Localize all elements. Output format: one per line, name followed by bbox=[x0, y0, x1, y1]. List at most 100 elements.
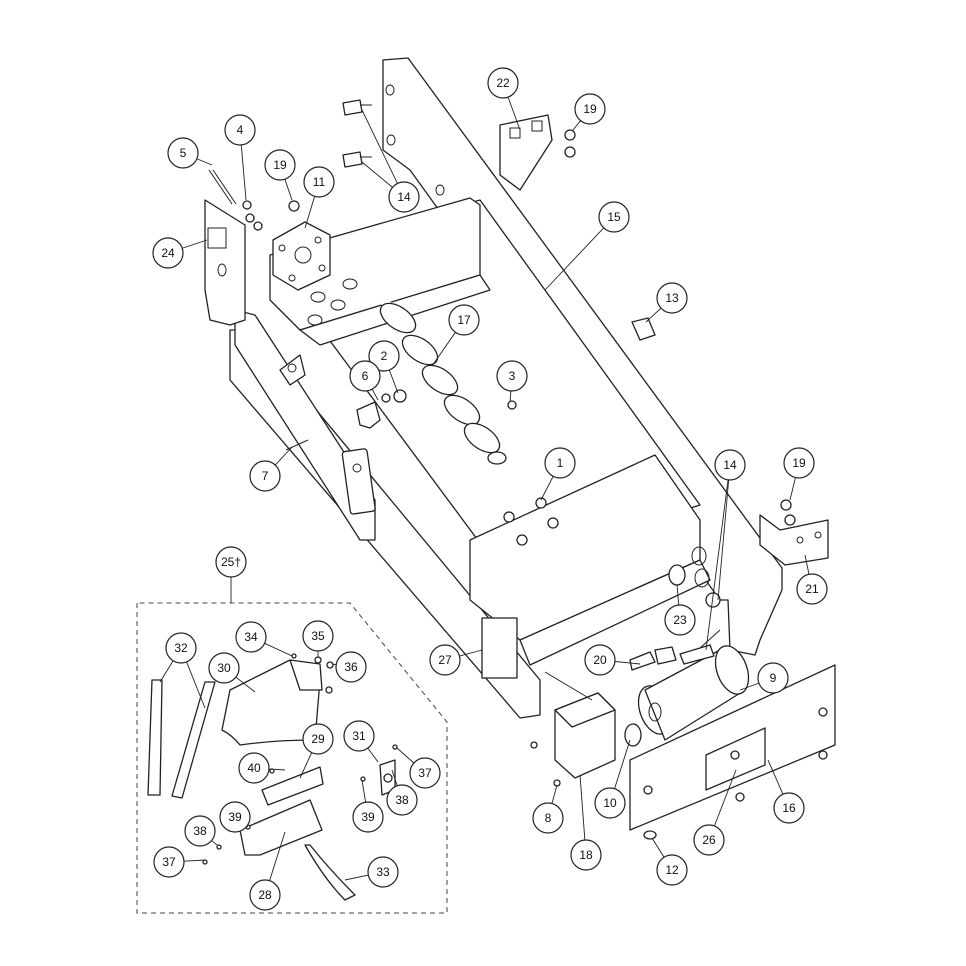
callout-number: 2 bbox=[381, 349, 388, 363]
leader-line bbox=[431, 332, 456, 367]
callout-number: 40 bbox=[247, 761, 261, 775]
callout-circle bbox=[224, 114, 256, 146]
leader-line bbox=[676, 584, 680, 606]
callout-14: 14 bbox=[388, 181, 420, 213]
callout-circle bbox=[349, 360, 381, 392]
leader-line bbox=[739, 682, 760, 691]
callout-2: 2 bbox=[368, 340, 400, 372]
callout-19: 19 bbox=[264, 149, 296, 181]
leader-line bbox=[331, 663, 337, 666]
leader-line bbox=[614, 739, 631, 789]
callout-39: 39 bbox=[219, 801, 251, 833]
callout-number: 3 bbox=[509, 369, 516, 383]
callout-number: 34 bbox=[244, 630, 258, 644]
callout-7: 7 bbox=[249, 460, 281, 492]
leader-line bbox=[269, 831, 286, 881]
callout-number: 32 bbox=[174, 641, 188, 655]
callout-circle bbox=[215, 546, 247, 578]
callout-circle bbox=[264, 149, 296, 181]
leader-line bbox=[540, 476, 554, 501]
leader-line bbox=[299, 752, 313, 779]
callout-circle bbox=[335, 651, 367, 683]
callout-circle bbox=[656, 854, 688, 886]
callout-15: 15 bbox=[598, 201, 630, 233]
bearing-plate bbox=[272, 221, 331, 291]
callout-35: 35 bbox=[302, 620, 334, 652]
callout-circle bbox=[352, 801, 384, 833]
callout-circle bbox=[757, 662, 789, 694]
callout-19: 19 bbox=[783, 447, 815, 479]
callout-number: 20 bbox=[593, 653, 607, 667]
leader-line bbox=[159, 660, 174, 683]
callout-circle bbox=[429, 644, 461, 676]
leader-line bbox=[235, 676, 256, 693]
callout-circle bbox=[796, 573, 828, 605]
callout-circle bbox=[238, 752, 270, 784]
callout-6: 6 bbox=[349, 360, 381, 392]
leader-line bbox=[284, 179, 293, 201]
callout-number: 1 bbox=[557, 456, 564, 470]
left-bracket bbox=[204, 199, 246, 326]
leader-line bbox=[804, 554, 810, 575]
leader-line bbox=[789, 477, 796, 501]
leader-line bbox=[196, 158, 213, 166]
callout-circle bbox=[249, 460, 281, 492]
callout-33: 33 bbox=[367, 856, 399, 888]
leader-line bbox=[767, 759, 784, 795]
callout-circle bbox=[386, 784, 418, 816]
callout-circle bbox=[487, 67, 519, 99]
callout-number: 36 bbox=[344, 660, 358, 674]
callout-circle bbox=[783, 447, 815, 479]
callout-number: 38 bbox=[395, 793, 409, 807]
callout-number: 39 bbox=[228, 810, 242, 824]
callout-circle bbox=[598, 201, 630, 233]
callout-21: 21 bbox=[796, 573, 828, 605]
callout-12: 12 bbox=[656, 854, 688, 886]
callout-circle bbox=[368, 340, 400, 372]
callout-number: 8 bbox=[545, 811, 552, 825]
callout-1: 1 bbox=[544, 447, 576, 479]
leader-line bbox=[344, 874, 369, 881]
callout-36: 36 bbox=[335, 651, 367, 683]
callout-number: 16 bbox=[782, 801, 796, 815]
callout-number: 6 bbox=[362, 369, 369, 383]
callout-number: 13 bbox=[665, 291, 679, 305]
callout-number: 21 bbox=[805, 582, 819, 596]
callout-circle bbox=[167, 137, 199, 169]
callout-circle bbox=[303, 166, 335, 198]
callout-circle bbox=[532, 802, 564, 834]
leader-line bbox=[361, 779, 367, 803]
callout-22: 22 bbox=[487, 67, 519, 99]
lower-right-bracket bbox=[759, 514, 829, 566]
callout-number: 38 bbox=[193, 824, 207, 838]
callout-number: 19 bbox=[792, 456, 806, 470]
leader-line bbox=[713, 769, 737, 827]
callout-circle bbox=[302, 620, 334, 652]
callout-circle bbox=[302, 723, 334, 755]
callout-16: 16 bbox=[773, 792, 805, 824]
drive-motor bbox=[637, 629, 750, 741]
leader-line bbox=[572, 120, 581, 131]
leader-line bbox=[551, 784, 558, 804]
callout-number: 31 bbox=[352, 729, 366, 743]
upper-right-bracket bbox=[499, 114, 553, 191]
callout-40: 40 bbox=[238, 752, 270, 784]
callout-11: 11 bbox=[303, 166, 335, 198]
callout-circle bbox=[496, 360, 528, 392]
leader-lines bbox=[159, 96, 810, 881]
leader-line bbox=[645, 307, 662, 323]
callout-25†: 25† bbox=[215, 546, 247, 578]
callout-circle bbox=[574, 93, 606, 125]
leader-line bbox=[579, 774, 586, 841]
callout-circle bbox=[594, 787, 626, 819]
callout-31: 31 bbox=[343, 720, 375, 752]
callout-37: 37 bbox=[153, 846, 185, 878]
leader-line bbox=[274, 446, 293, 466]
leader-line bbox=[509, 390, 512, 403]
callout-9: 9 bbox=[757, 662, 789, 694]
callout-34: 34 bbox=[235, 621, 267, 653]
callout-number: 17 bbox=[457, 313, 471, 327]
leader-line bbox=[396, 747, 415, 764]
callout-26: 26 bbox=[693, 824, 725, 856]
